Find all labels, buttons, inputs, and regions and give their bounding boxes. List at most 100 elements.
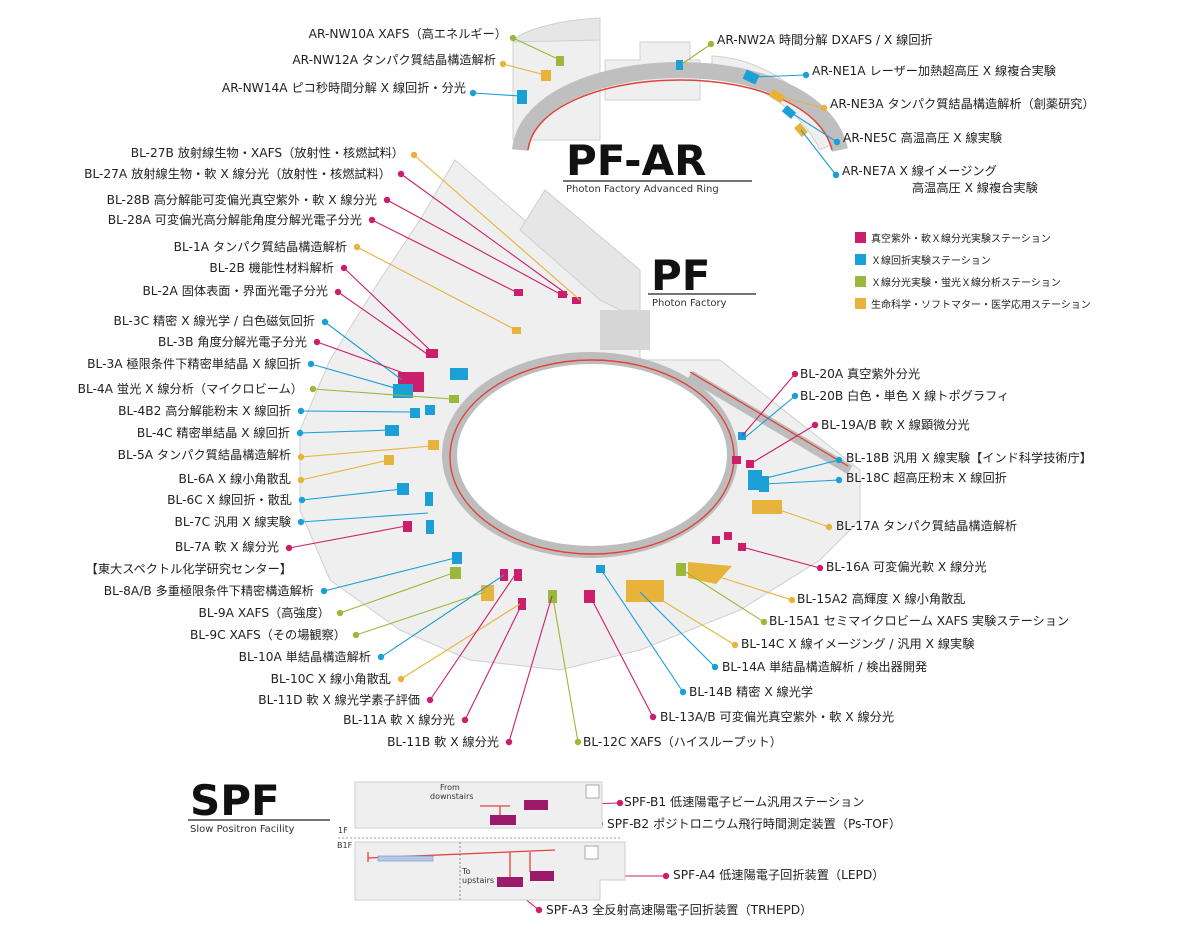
pfar-floor xyxy=(512,17,848,153)
label-left-3-leader xyxy=(371,219,519,294)
spf-floor-1f: From downstairs 1F xyxy=(338,781,603,835)
label-left-15-leader xyxy=(301,488,403,501)
label-ar-nw14a: AR-NW14A ピコ秒時間分解 X 線回折・分光 xyxy=(222,80,466,95)
label-left-12-dot xyxy=(296,429,304,437)
spf-floor-b1f: B1F To upstairs xyxy=(337,841,626,901)
label-left-17: BL-7A 軟 X 線分光 xyxy=(175,539,279,554)
label-spf-a3: SPF-A3 全反射高速陽電子回折装置（TRHEPD） xyxy=(546,902,812,917)
label-left-9-dot xyxy=(307,360,315,368)
label-left-4-dot xyxy=(353,243,361,251)
legend-text-cyan: Ｘ線回折実験ステーション xyxy=(871,254,991,267)
label-left-9-leader xyxy=(310,363,403,391)
legend-swatch-cyan xyxy=(855,254,866,265)
label-left-20-dot xyxy=(336,609,344,617)
label-left-8-leader xyxy=(316,341,413,377)
legend-text-orange: 生命科学・ソフトマター・医学応用ステーション xyxy=(871,298,1091,311)
label-bl-14b: BL-14B 精密 X 線光学 xyxy=(689,684,813,699)
spf-from-label-2: downstairs xyxy=(430,792,473,801)
label-left-23-dot xyxy=(397,675,405,683)
label-left-19: BL-8A/B 多重極限条件下精密構造解析 xyxy=(104,583,314,598)
label-bl-15a1: BL-15A1 セミマイクロビーム XAFS 実験ステーション xyxy=(769,613,1069,628)
label-bl-20b: BL-20B 白色・単色 X 線トポグラフィ xyxy=(800,388,1009,403)
label-left-26-leader xyxy=(508,595,553,743)
label-left-6: BL-2A 固体表面・界面光電子分光 xyxy=(142,284,328,298)
label-ar-ne7a-leader xyxy=(800,129,837,176)
label-ar-nw2a-leader xyxy=(681,43,712,65)
label-bl-14a-leader xyxy=(639,591,716,668)
label-ar-ne5c-leader xyxy=(789,111,838,143)
label-left-2-dot xyxy=(383,196,391,204)
station-labels: AR-NW10A XAFS（高エネルギー）AR-NW12A タンパク質結晶構造解… xyxy=(78,26,1095,917)
label-bl-16a-dot xyxy=(816,564,824,572)
label-left-7-dot xyxy=(321,318,329,326)
legend-text-magenta: 真空紫外・軟Ｘ線分光実験ステーション xyxy=(871,232,1051,245)
label-ar-nw12a-leader xyxy=(502,63,546,76)
label-bl-18c: BL-18C 超高圧粉末 X 線回折 xyxy=(846,470,1007,485)
label-left-0: BL-27B 放射線生物・XAFS（放射性・核燃試料） xyxy=(131,145,404,160)
legend-text-green: Ｘ線分光実験・蛍光Ｘ線分析ステーション xyxy=(871,276,1061,289)
legend: 真空紫外・軟Ｘ線分光実験ステーション Ｘ線回折実験ステーション Ｘ線分光実験・蛍光Ｘ… xyxy=(855,232,1091,311)
floor-1f-label: 1F xyxy=(338,826,348,835)
spf-to-label-2: upstairs xyxy=(462,876,494,885)
label-bl-17a: BL-17A タンパク質結晶構造解析 xyxy=(836,518,1017,533)
label-bl-14b-leader xyxy=(599,567,684,693)
pf-title: PF xyxy=(651,251,710,300)
label-bl-18b-dot xyxy=(835,456,843,464)
label-ar-ne5c: AR-NE5C 高温高圧 X 線実験 xyxy=(843,130,1002,145)
label-bl-14a-dot xyxy=(711,663,719,671)
label-bl-13ab-dot xyxy=(649,713,657,721)
label-left-16-leader xyxy=(300,512,429,523)
label-bl-15a2-dot xyxy=(788,596,796,604)
pf-subtitle: Photon Factory xyxy=(652,298,727,309)
label-left-25-dot xyxy=(461,716,469,724)
label-ar-ne3a-dot xyxy=(820,104,828,112)
spf-subtitle: Slow Positron Facility xyxy=(190,824,295,835)
label-ar-ne3a: AR-NE3A タンパク質結晶構造解析（創薬研究） xyxy=(830,96,1095,111)
label-bl-20b-dot xyxy=(791,392,799,400)
label-bl-19ab-dot xyxy=(811,421,819,429)
label-left-13-dot xyxy=(297,453,305,461)
label-ar-nw10a: AR-NW10A XAFS（高エネルギー） xyxy=(309,26,507,41)
label-left-1-leader xyxy=(400,173,569,296)
label-left-16: BL-7C 汎用 X 線実験 xyxy=(174,514,291,529)
label-bl-18b: BL-18B 汎用 X 線実験【インド科学技術庁】 xyxy=(846,450,1092,465)
label-bl-14c-leader xyxy=(644,589,736,646)
label-left-26-dot xyxy=(505,738,513,746)
label-left-3: BL-28A 可変偏光高分解能角度分解光電子分光 xyxy=(108,212,362,227)
label-left-13-leader xyxy=(300,445,433,458)
legend-swatch-green xyxy=(855,276,866,287)
label-left-26: BL-11B 軟 X 線分光 xyxy=(387,734,499,749)
label-left-2: BL-28B 高分解能可変偏光真空紫外・軟 X 線分光 xyxy=(107,192,377,207)
label-left-22-leader xyxy=(380,574,505,658)
label-left-9: BL-3A 極限条件下精密単結晶 X 線回折 xyxy=(87,356,301,371)
floor-b1f-label: B1F xyxy=(337,841,353,850)
label-bl-13ab-leader xyxy=(589,595,654,718)
label-left-17-leader xyxy=(288,525,407,549)
label-left-15-dot xyxy=(298,496,306,504)
label-left-8: BL-3B 角度分解光電子分光 xyxy=(158,334,307,349)
pfar-title: PF-AR xyxy=(566,136,706,185)
label-left-19-leader xyxy=(323,557,456,592)
label-bl-14b-dot xyxy=(679,688,687,696)
label-left-21-leader xyxy=(355,591,486,636)
label-left-2-leader xyxy=(386,199,561,295)
label-left-16-dot xyxy=(297,518,305,526)
spf-to-label-1: To xyxy=(461,867,471,876)
label-left-4-leader xyxy=(356,246,517,331)
label-left-6-dot xyxy=(334,288,342,296)
label-left-23: BL-10C X 線小角散乱 xyxy=(271,671,391,686)
label-bl-20a: BL-20A 真空紫外分光 xyxy=(800,367,920,381)
label-left-11: BL-4B2 高分解能粉末 X 線回折 xyxy=(118,403,291,418)
label-bl-20b-leader xyxy=(741,395,796,441)
label-left-5: BL-2B 機能性材料解析 xyxy=(209,260,334,275)
pf-stations xyxy=(384,289,782,610)
label-left-24-leader xyxy=(429,571,518,701)
label-left-14: BL-6A X 線小角散乱 xyxy=(179,471,291,486)
label-left-25: BL-11A 軟 X 線分光 xyxy=(343,712,455,727)
label-bl-19ab: BL-19A/B 軟 X 線顕微分光 xyxy=(821,417,970,432)
pf-floor xyxy=(299,159,861,671)
pfar-subtitle: Photon Factory Advanced Ring xyxy=(566,184,719,195)
spf-title: SPF xyxy=(190,776,280,825)
